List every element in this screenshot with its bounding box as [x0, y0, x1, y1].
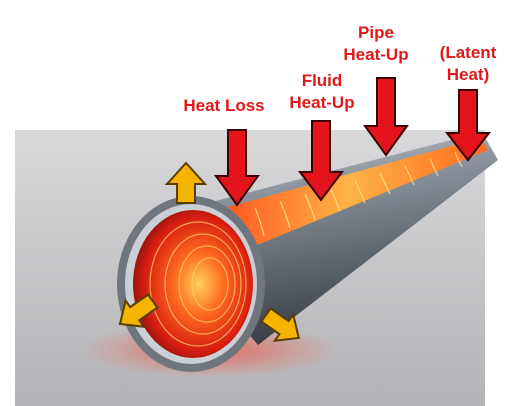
- interior-rings: [149, 221, 247, 347]
- pipe-interior: [133, 210, 253, 358]
- red-down-arrow-icon-latent-heat: [444, 89, 492, 162]
- red-down-arrow-icon-fluid-heat-up: [298, 120, 344, 202]
- latent-heat-line-2: Heat): [446, 65, 490, 84]
- pipe-heat-up-label: Pipe Heat-Up: [334, 22, 418, 66]
- fluid-heat-up-line-1: Fluid: [301, 71, 343, 90]
- latent-heat-line-1: (Latent: [439, 43, 497, 62]
- fluid-heat-up-label: Fluid Heat-Up: [278, 70, 366, 114]
- slit-wave-lines: [229, 151, 463, 245]
- fluid-heat-up-line-2: Heat-Up: [289, 93, 355, 112]
- red-down-arrow-icon-pipe-heat-up: [363, 77, 409, 157]
- latent-heat-label: (Latent Heat): [430, 42, 506, 86]
- heat-loss-text: Heat Loss: [183, 96, 265, 115]
- pipe-glowing-slit: [210, 138, 488, 248]
- heat-loss-label: Heat Loss: [178, 95, 270, 117]
- red-down-arrow-icon-heat-loss: [214, 129, 260, 207]
- yellow-outward-arrow-icon-right: [260, 307, 300, 342]
- pipe-heat-up-line-2: Heat-Up: [343, 45, 409, 64]
- yellow-outward-arrow-icon-up: [164, 161, 208, 204]
- pipe-heat-up-line-1: Pipe: [358, 23, 394, 42]
- yellow-outward-arrow-icon-left: [118, 293, 159, 329]
